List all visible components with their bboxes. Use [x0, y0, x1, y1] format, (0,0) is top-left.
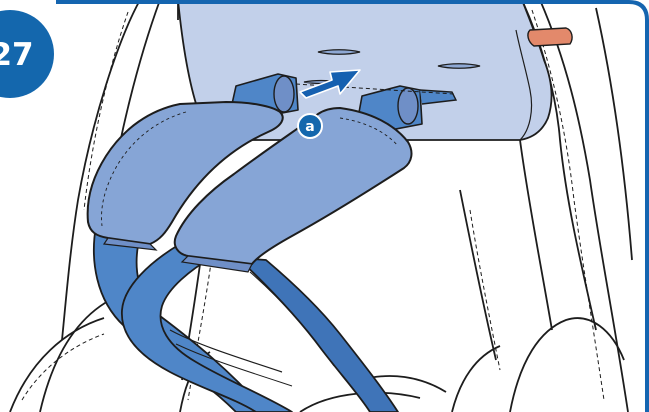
- step-number-badge: 27: [0, 10, 54, 98]
- headrest-slot-left: [318, 50, 360, 55]
- harness-strap-right: [238, 258, 398, 412]
- callout-label: a: [305, 119, 314, 135]
- height-release-tab: [528, 28, 572, 46]
- headrest-slot-right: [438, 64, 480, 69]
- callout-a-icon: a: [298, 114, 322, 138]
- step-number: 27: [0, 37, 34, 73]
